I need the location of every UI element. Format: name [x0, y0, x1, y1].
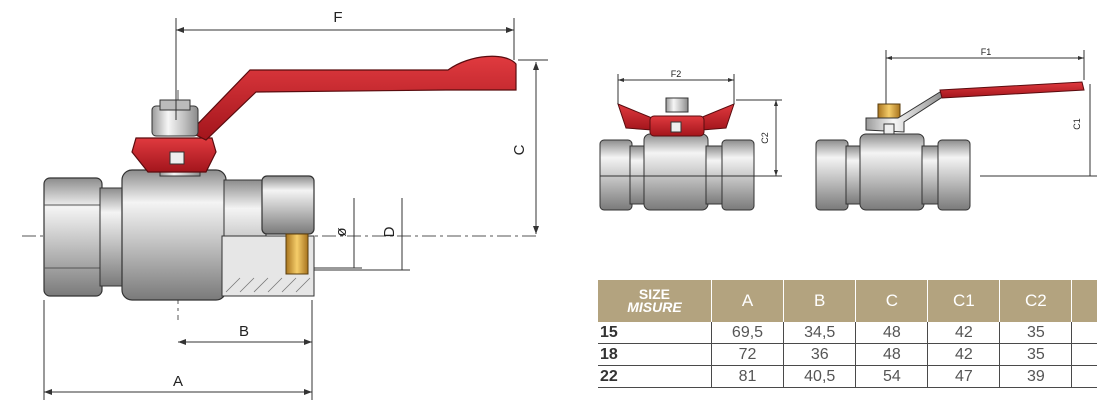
value-cell: 40,5 — [783, 365, 857, 388]
value-cell: 54 — [855, 365, 929, 388]
column-header-a: A — [711, 280, 785, 322]
column-header-b: B — [783, 280, 857, 322]
value-cell: 42 — [927, 322, 1001, 344]
column-header-extra — [1071, 280, 1097, 322]
value-cell: 72 — [711, 343, 785, 366]
dim-label-phi: ø — [333, 227, 350, 236]
table-row: 22 81 40,5 54 47 39 — [598, 365, 1097, 388]
butterfly-valve-drawing: F2 C2 — [599, 69, 782, 211]
value-cell: 42 — [927, 343, 1001, 366]
dimensions-table: SIZE MISURE A B C C1 C2 15 69,5 34,5 48 … — [598, 280, 1097, 388]
size-cell: 18 — [598, 343, 712, 366]
size-column-header: SIZE MISURE — [598, 280, 712, 322]
main-valve-drawing: F C ø D B A — [22, 9, 548, 400]
column-header-c1: C1 — [927, 280, 1001, 322]
dim-label-f: F — [333, 9, 342, 26]
value-cell: 47 — [927, 365, 1001, 388]
value-cell: 48 — [855, 343, 929, 366]
value-cell: 35 — [999, 322, 1073, 344]
value-cell: 35 — [999, 343, 1073, 366]
dim-label-b: B — [239, 323, 249, 340]
table-row: 15 69,5 34,5 48 42 35 — [598, 322, 1097, 344]
empty-cell — [1071, 365, 1097, 388]
table-row: 18 72 36 48 42 35 — [598, 343, 1097, 366]
dim-label-c1: C1 — [1072, 118, 1082, 130]
table-header-row: SIZE MISURE A B C C1 C2 — [598, 280, 1097, 322]
column-header-c2: C2 — [999, 280, 1073, 322]
value-cell: 36 — [783, 343, 857, 366]
dim-label-c: C — [511, 144, 528, 155]
dim-label-c2: C2 — [760, 132, 770, 144]
empty-cell — [1071, 343, 1097, 366]
value-cell: 48 — [855, 322, 929, 344]
value-cell: 39 — [999, 365, 1073, 388]
value-cell: 81 — [711, 365, 785, 388]
size-header-label: SIZE — [638, 286, 670, 302]
dim-label-a: A — [173, 373, 183, 390]
empty-cell — [1071, 322, 1097, 344]
dim-label-f1: F1 — [981, 47, 992, 57]
size-cell: 22 — [598, 365, 712, 388]
dim-label-f2: F2 — [671, 69, 682, 79]
value-cell: 69,5 — [711, 322, 785, 344]
dim-label-d: D — [381, 226, 398, 237]
size-cell: 15 — [598, 322, 712, 344]
lever-valve-drawing: F1 C1 — [815, 47, 1097, 211]
misure-header-label: MISURE — [627, 299, 682, 315]
column-header-c: C — [855, 280, 929, 322]
value-cell: 34,5 — [783, 322, 857, 344]
